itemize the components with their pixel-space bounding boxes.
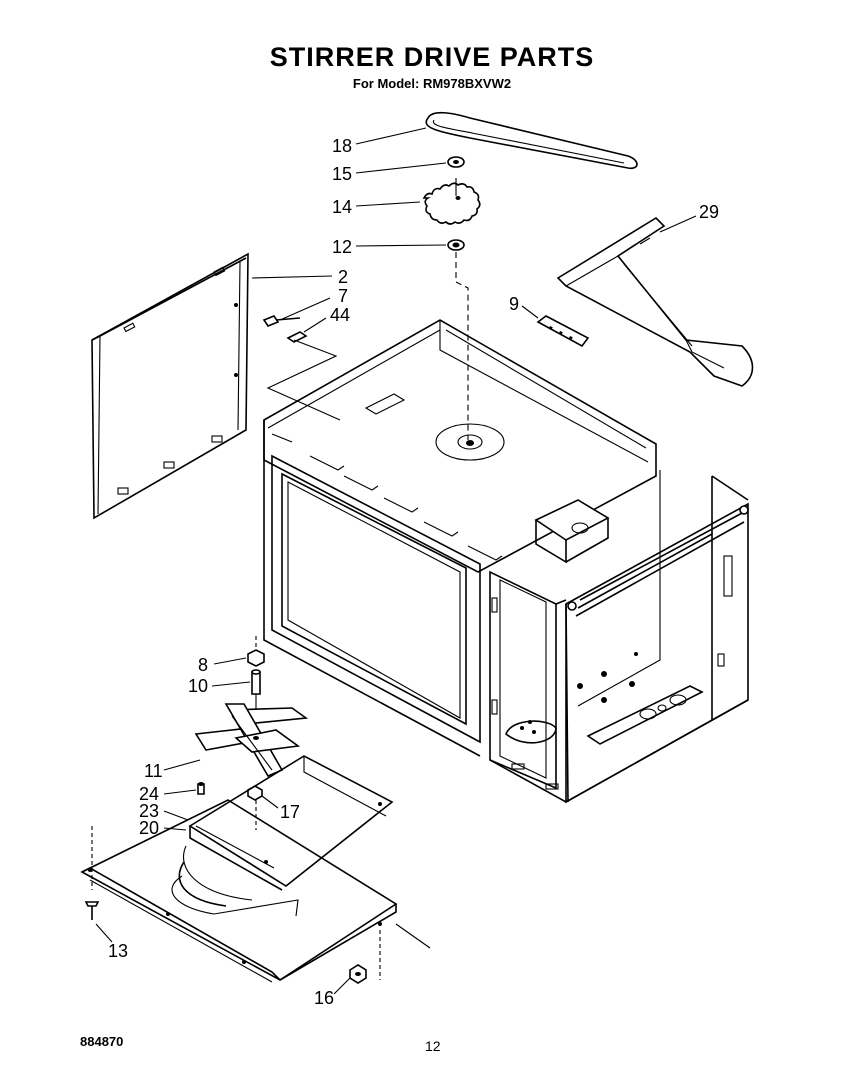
- screw-13-and-nut-16: [84, 826, 431, 984]
- screw-and-clip: [262, 315, 341, 421]
- callout-29: 29: [699, 202, 719, 222]
- page-number: 12: [425, 1038, 441, 1054]
- document-number: 884870: [80, 1034, 124, 1049]
- callout-9: 9: [509, 294, 519, 314]
- leader-lines: [95, 127, 697, 995]
- model-subtitle: For Model: RM978BXVW2: [352, 76, 512, 91]
- shaft-centerline: [455, 252, 469, 440]
- callout-15: 15: [332, 164, 352, 184]
- callout-labels: 18 15 14 12 29 2 7 44 9 8 10 11 24 23 20…: [108, 136, 719, 1008]
- top-bracket: [556, 216, 754, 387]
- callout-44: 44: [330, 305, 350, 325]
- callout-11: 11: [144, 761, 163, 781]
- microwave-cabinet: [263, 319, 749, 804]
- callout-8: 8: [198, 655, 208, 675]
- drive-belt: [425, 111, 638, 170]
- callout-16: 16: [314, 988, 334, 1008]
- stirrer-fan-blade: [194, 703, 309, 778]
- washer-lower: [447, 239, 465, 251]
- callout-7: 7: [338, 286, 348, 306]
- callout-2: 2: [338, 267, 348, 287]
- nut-and-screw: [197, 782, 263, 830]
- washer-top: [447, 156, 465, 168]
- callout-14: 14: [332, 197, 352, 217]
- side-panel: [91, 252, 249, 520]
- callout-24: 24: [139, 784, 159, 804]
- callout-17: 17: [280, 802, 300, 822]
- page-title: STIRRER DRIVE PARTS: [269, 42, 595, 72]
- stirrer-cover: [183, 755, 394, 901]
- callout-13: 13: [108, 941, 128, 961]
- callout-18: 18: [332, 136, 352, 156]
- callout-23: 23: [139, 801, 159, 821]
- callout-12: 12: [332, 237, 352, 257]
- stirrer-pulley: [422, 178, 481, 225]
- stirrer-shaft-parts: [247, 636, 265, 712]
- bottom-tray: [80, 799, 398, 983]
- small-bracket-part: [536, 315, 590, 348]
- callout-10: 10: [188, 676, 208, 696]
- callout-20: 20: [139, 818, 159, 838]
